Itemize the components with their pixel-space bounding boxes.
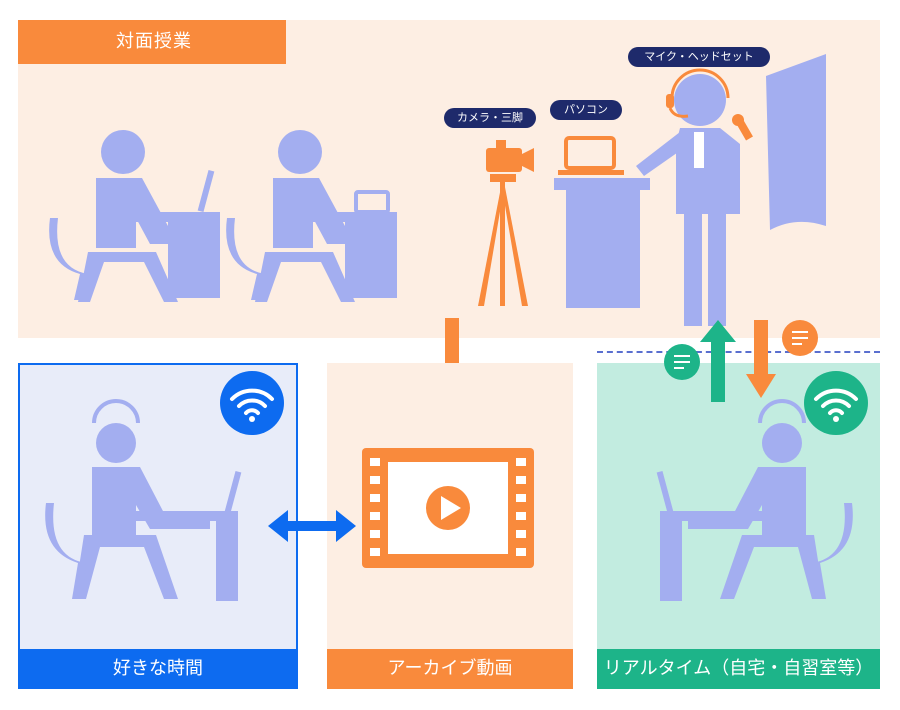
archive-label: アーカイブ動画 <box>327 649 573 689</box>
teacher-figure <box>636 74 753 326</box>
student-figure <box>226 130 397 302</box>
pc-label: パソコン <box>550 100 622 120</box>
chat-bubble-icon <box>782 320 818 356</box>
student-figure <box>49 130 220 302</box>
anytime-label: 好きな時間 <box>18 649 298 689</box>
wifi-icon <box>220 371 284 435</box>
realtime-communication <box>664 320 818 402</box>
home-learner-illustration <box>45 371 284 601</box>
camera-label: カメラ・三脚 <box>444 108 536 128</box>
classroom-illustration <box>49 54 826 326</box>
double-arrow <box>268 510 356 542</box>
camera-icon <box>478 140 534 306</box>
network-boundary-line <box>597 351 880 353</box>
wifi-icon <box>804 371 868 435</box>
chat-bubble-icon <box>664 344 700 380</box>
realtime-label: リアルタイム（自宅・自習室等） <box>597 649 880 689</box>
face-to-face-title: 対面授業 <box>18 20 286 64</box>
video-film-icon <box>362 448 534 568</box>
realtime-learner-illustration <box>656 371 868 601</box>
mic-label: マイク・ヘッドセット <box>628 47 770 67</box>
